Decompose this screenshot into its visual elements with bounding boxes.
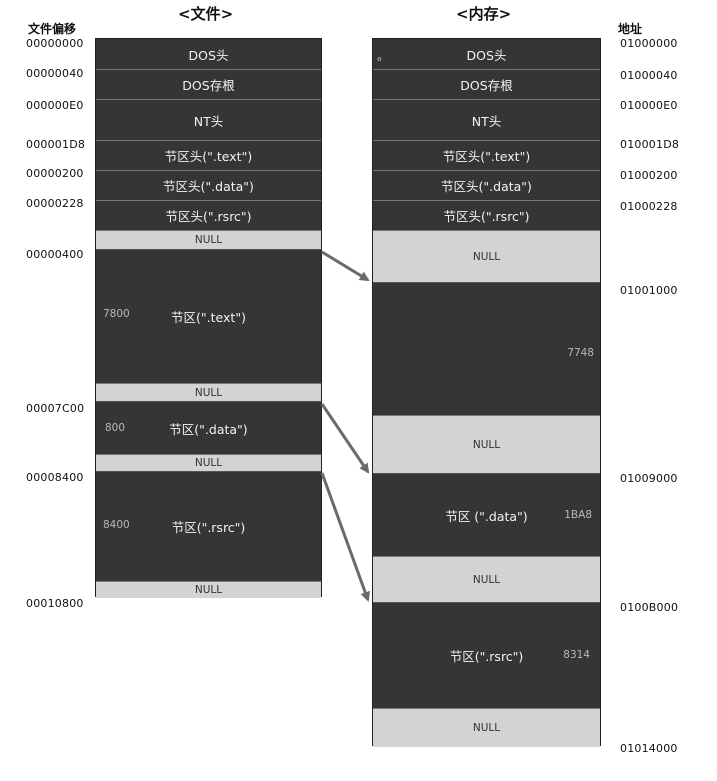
file-block-null: NULL	[96, 231, 321, 250]
block-label: NT头	[193, 113, 224, 129]
mem-block-section-header-data: 节区头(".data")	[373, 171, 600, 201]
file-block-section-data: 800 节区(".data")	[96, 402, 321, 455]
file-offset: 000001D8	[26, 138, 86, 151]
mem-block-dos-stub: DOS存根	[373, 70, 600, 100]
section-size-label: 7800	[103, 308, 130, 320]
mem-block-dos-header: 。 DOS头	[373, 39, 600, 70]
file-block-dos-header: DOS头	[96, 39, 321, 70]
block-label: 节区头(".rsrc")	[443, 209, 530, 224]
file-layout-column: DOS头 DOS存根 NT头 节区头(".text") 节区头(".data")…	[95, 38, 322, 598]
section-size-label: 8400	[103, 519, 130, 531]
file-block-dos-stub: DOS存根	[96, 70, 321, 100]
file-offset: 00000000	[26, 37, 84, 50]
block-label: NULL	[472, 573, 501, 586]
block-label: NULL	[194, 584, 223, 596]
memory-layout-column: 。 DOS头 DOS存根 NT头 节区头(".text") 节区头(".data…	[372, 38, 601, 747]
arrow-rsrc-mapping	[320, 472, 370, 602]
mem-block-null: NULL	[373, 231, 600, 283]
mem-block-section-rsrc: 8314 节区(".rsrc")	[373, 603, 600, 709]
section-size-label: 7748	[567, 347, 594, 359]
block-label: NT头	[471, 113, 502, 129]
file-offset: 00010800	[26, 597, 84, 610]
file-offset: 000000E0	[26, 99, 84, 112]
section-size-label: 800	[105, 422, 126, 434]
block-label: NULL	[194, 386, 223, 399]
file-block-section-header-data: 节区头(".data")	[96, 171, 321, 201]
memory-address: 01000040	[620, 69, 678, 82]
block-label: 节区头(".text")	[164, 149, 253, 164]
file-block-section-rsrc: 8400 节区(".rsrc")	[96, 472, 321, 582]
block-label: DOS存根	[182, 78, 235, 93]
memory-address: 01009000	[620, 472, 678, 485]
memory-address: 01000228	[620, 200, 678, 213]
file-offset-header: 文件偏移	[28, 22, 77, 36]
file-block-section-header-text: 节区头(".text")	[96, 141, 321, 171]
block-label: 节区头(".rsrc")	[165, 209, 252, 224]
file-title: <文件>	[178, 5, 234, 23]
arrow-data-mapping	[320, 403, 370, 474]
block-label: NULL	[194, 457, 223, 469]
file-offset: 00007C00	[26, 402, 85, 415]
block-label: 节区头(".data")	[163, 179, 254, 194]
address-header: 地址	[618, 22, 643, 36]
memory-address: 01000200	[620, 169, 678, 182]
block-label: 节区(".rsrc")	[171, 520, 246, 535]
file-block-nt-header: NT头	[96, 100, 321, 141]
file-offset: 00000228	[26, 197, 84, 210]
mem-block-null: NULL	[373, 557, 600, 603]
memory-address: 0100B000	[620, 601, 679, 614]
section-size-label: 1BA8	[564, 509, 592, 521]
block-label: 节区(".data")	[169, 421, 248, 437]
memory-address: 01000000	[620, 37, 678, 50]
block-label: NULL	[472, 250, 501, 263]
block-label: DOS头	[466, 47, 507, 63]
block-label: DOS头	[188, 47, 229, 63]
file-offset: 00008400	[26, 471, 84, 484]
mem-block-section-header-rsrc: 节区头(".rsrc")	[373, 201, 600, 231]
block-label: NULL	[472, 438, 501, 451]
block-label: DOS存根	[460, 78, 513, 93]
block-label: 节区头(".data")	[441, 179, 532, 194]
block-label: NULL	[472, 722, 501, 734]
section-size-label: 8314	[563, 649, 590, 661]
block-label: 节区头(".text")	[442, 149, 531, 164]
file-block-null: NULL	[96, 455, 321, 472]
mem-block-null: NULL	[373, 709, 600, 747]
file-offset: 00000400	[26, 248, 84, 261]
file-offset: 00000200	[26, 167, 84, 180]
file-block-null: NULL	[96, 384, 321, 402]
block-label: 节区(".text")	[171, 310, 246, 325]
memory-title: <内存>	[456, 5, 512, 23]
small-mark: 。	[377, 49, 390, 63]
memory-address: 010001D8	[620, 138, 680, 151]
mem-block-section-data: 1BA8 节区 (".data")	[373, 474, 600, 557]
memory-address: 01014000	[620, 742, 678, 755]
file-block-section-text: 7800 节区(".text")	[96, 250, 321, 384]
mem-block-null: NULL	[373, 416, 600, 474]
block-label: NULL	[194, 234, 223, 246]
memory-address: 01001000	[620, 284, 678, 297]
mem-block-section-header-text: 节区头(".text")	[373, 141, 600, 171]
file-block-section-header-rsrc: 节区头(".rsrc")	[96, 201, 321, 231]
memory-address: 010000E0	[620, 99, 678, 112]
file-offset: 00000040	[26, 67, 84, 80]
mem-block-nt-header: NT头	[373, 100, 600, 141]
arrow-text-mapping	[321, 250, 370, 282]
mem-block-section-text: 7748	[373, 283, 600, 416]
block-label: 节区(".rsrc")	[449, 649, 524, 664]
block-label: 节区 (".data")	[445, 508, 528, 524]
file-block-null: NULL	[96, 582, 321, 598]
